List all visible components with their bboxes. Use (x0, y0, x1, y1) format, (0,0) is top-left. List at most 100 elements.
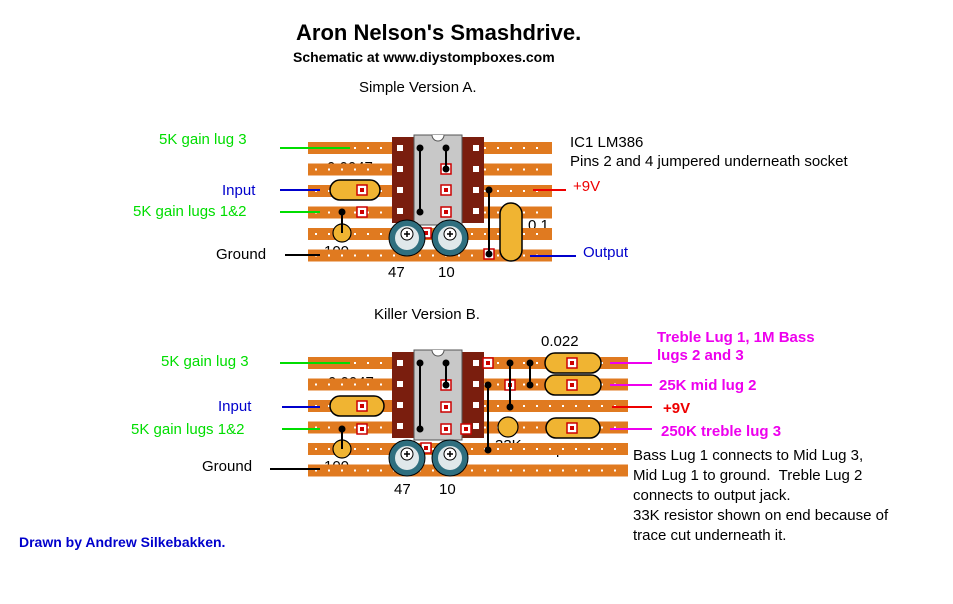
strip-hole (367, 426, 369, 429)
strip-hole (523, 448, 525, 450)
solder-dot (442, 359, 450, 367)
strip-hole (536, 233, 538, 235)
socket-pin (473, 423, 479, 429)
ic1-note: Pins 2 and 4 jumpered underneath socket (570, 153, 848, 170)
strip-hole (523, 383, 525, 386)
page-subtitle: Schematic at www.diystompboxes.com (293, 49, 555, 65)
strip-hole (393, 254, 395, 257)
capacitor-body (499, 202, 523, 262)
b-c47-label: 47 (394, 481, 411, 498)
socket-pin (473, 166, 479, 172)
socket-pin (473, 381, 479, 387)
solder-dot (442, 381, 450, 389)
strip-hole (341, 254, 343, 257)
strip-hole (523, 211, 525, 214)
strip-hole (614, 448, 616, 450)
pad-center (360, 188, 364, 192)
strip-hole (575, 469, 577, 472)
strip-hole (601, 448, 603, 450)
strip-hole (354, 362, 356, 364)
strip-hole (354, 383, 356, 386)
strip-hole (497, 147, 499, 149)
strip-hole (315, 469, 317, 472)
strip-hole (328, 211, 330, 214)
strip-hole (510, 448, 512, 450)
strip-hole (484, 233, 486, 235)
strip-hole (315, 383, 317, 386)
strip-hole (367, 211, 369, 214)
a-9v-label: +9V (573, 178, 601, 195)
b-input-label: Input (218, 398, 252, 415)
strip-hole (432, 448, 434, 450)
version-b-heading: Killer Version B. (374, 306, 480, 323)
strip-hole (523, 254, 525, 257)
a-ground-label: Ground (216, 246, 267, 263)
a-c10-label: 10 (438, 264, 455, 281)
strip-hole (575, 448, 577, 450)
strip-hole (562, 405, 564, 407)
strip-hole (315, 448, 317, 450)
strip-hole (549, 469, 551, 472)
pad-center (444, 210, 448, 214)
strip-hole (471, 233, 473, 235)
strip-hole (328, 405, 330, 407)
strip-hole (354, 211, 356, 214)
socket-pin (473, 402, 479, 408)
strip-hole (354, 254, 356, 257)
strip-hole (497, 233, 499, 235)
strip-hole (523, 469, 525, 472)
strip-hole (484, 426, 486, 429)
pad-center (444, 405, 448, 409)
pad-center (360, 427, 364, 431)
solder-dot (416, 425, 424, 433)
strip-hole (497, 211, 499, 214)
strip-hole (601, 362, 603, 364)
solder-dot (416, 208, 424, 216)
strip-hole (523, 168, 525, 171)
strip-hole (484, 168, 486, 171)
b-470pf-cap (497, 416, 519, 438)
strip-hole (380, 362, 382, 364)
strip-hole (536, 426, 538, 429)
pad-center (486, 361, 490, 365)
version-a-heading: Simple Version A. (359, 79, 477, 96)
socket-pin (397, 423, 403, 429)
pad-center (444, 427, 448, 431)
strip-hole (432, 469, 434, 472)
strip-hole (523, 405, 525, 407)
socket-pin (397, 381, 403, 387)
strip-hole (380, 168, 382, 171)
solder-dot (484, 381, 492, 389)
solder-dot (485, 250, 493, 258)
strip-hole (328, 168, 330, 171)
strip-hole (380, 233, 382, 235)
strip-hole (536, 405, 538, 407)
capacitor-body (329, 179, 381, 201)
strip-hole (614, 426, 616, 429)
strip-hole (523, 190, 525, 192)
strip-hole (484, 190, 486, 192)
strip-hole (484, 211, 486, 214)
strip-hole (614, 469, 616, 472)
strip-hole (471, 469, 473, 472)
solder-dot (416, 359, 424, 367)
b-treble1-label: Treble Lug 1, 1M Bass (657, 329, 815, 346)
strip-hole (354, 448, 356, 450)
strip-hole (497, 405, 499, 407)
page-title: Aron Nelson's Smashdrive. (296, 20, 582, 45)
ic1-label: IC1 LM386 (570, 134, 644, 151)
strip-hole (562, 448, 564, 450)
solder-dot (506, 359, 514, 367)
strip-hole (497, 469, 499, 472)
b-treble1b-label: lugs 2 and 3 (657, 347, 744, 364)
pad-center (570, 361, 574, 365)
a-output-label: Output (583, 244, 629, 261)
strip-hole (380, 254, 382, 257)
strip-hole (354, 168, 356, 171)
a-gain3-label: 5K gain lug 3 (159, 131, 247, 148)
strip-hole (484, 147, 486, 149)
pad-center (444, 188, 448, 192)
pad-center (424, 446, 428, 450)
socket-pin (397, 166, 403, 172)
